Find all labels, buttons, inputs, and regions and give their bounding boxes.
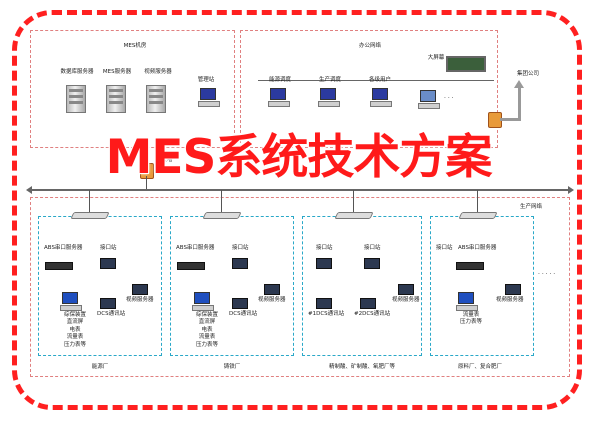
office-network-label: 办公网络 [358, 43, 382, 49]
plant-energy-interface-box [100, 258, 116, 269]
plant-iron-video-box [264, 284, 280, 295]
database-server-label: 数据库服务器 [60, 69, 94, 75]
group-link-vertical [518, 88, 521, 121]
plant-iron-device-pc [192, 292, 214, 311]
plant-acid-interface-box-2 [364, 258, 380, 269]
plant-acid-video-label: 视频服务器 [392, 297, 420, 303]
plant-iron-interface: 接口站 [232, 245, 249, 251]
management-workstation [198, 88, 220, 107]
plant-energy-video-box [132, 284, 148, 295]
main-bus-right-arrow [568, 186, 574, 194]
plant-raw-name: 原料厂、复合肥厂 [457, 364, 503, 370]
plant-energy-dcs-label: DCS通讯站 [97, 311, 126, 317]
plant-raw-video-box [505, 284, 521, 295]
plant-acid-interface-2: 接口站 [364, 245, 381, 251]
mes-server-label: MES服务器 [102, 69, 132, 75]
plant-acid-dcs1-box [316, 298, 332, 309]
plant-acid-video-box [398, 284, 414, 295]
plant-raw-device-pc [456, 292, 478, 311]
plant-acid-dcs1-label: #1DCS通讯站 [308, 311, 345, 317]
plant-raw-rack [456, 262, 484, 270]
plant-acid-name: 精制酸、矿制酸、氧肥厂等 [328, 364, 396, 370]
plant-energy-device-pc [60, 292, 82, 311]
firewall-to-bus [146, 176, 147, 189]
plant-acid-switch [334, 212, 374, 219]
bus-to-plant-raw [477, 190, 478, 212]
plant-energy-interface: 接口站 [100, 245, 117, 251]
energy-dispatch-label: 能源调度 [268, 77, 292, 83]
plant-iron-dcs-box [232, 298, 248, 309]
plant-energy-rack [45, 262, 73, 270]
production-network-label: 生产网络 [520, 204, 543, 210]
bus-to-plant-energy [89, 190, 90, 212]
production-dispatch-workstation [318, 88, 340, 107]
firewall-icon [140, 163, 154, 179]
plant-acid-dcs2-box [360, 298, 376, 309]
office-network-zone [240, 30, 498, 148]
mes-server [106, 85, 126, 113]
plant-iron-devices: 综保装置 直流屏 电表 流量表 压力表等 [196, 312, 219, 348]
plant-raw-interface: 接口站 [436, 245, 453, 251]
big-screen [446, 56, 486, 72]
main-bus-left-arrow [26, 186, 32, 194]
main-network-bus [30, 189, 570, 191]
database-server [66, 85, 86, 113]
plant-iron-rack [177, 262, 205, 270]
management-workstation-label: 管理站 [197, 77, 215, 83]
user-workstation [370, 88, 392, 107]
group-arrow [514, 80, 524, 88]
bus-to-plant-iron [221, 190, 222, 212]
plant-energy-switch [70, 212, 110, 219]
plant-energy-video-label: 视频服务器 [126, 297, 154, 303]
plant-energy-dcs-box [100, 298, 116, 309]
production-ellipsis: · · · · · [538, 271, 556, 278]
office-bus [258, 80, 494, 81]
plant-raw-video-label: 视频服务器 [496, 297, 524, 303]
plant-energy-name: 能源厂 [91, 364, 109, 370]
plant-iron-serial-server: ABS串口服务器 [176, 245, 215, 251]
production-network-zone [30, 197, 570, 377]
plant-raw-devices: 流量表 压力表等 [460, 312, 483, 326]
outer-frame [12, 10, 582, 410]
plant-raw-switch [458, 212, 498, 219]
plant-iron-name: 铸铁厂 [223, 364, 241, 370]
group-company-label: 集团公司 [516, 71, 540, 77]
plant-iron-video-label: 视频服务器 [258, 297, 286, 303]
video-server-top [146, 85, 166, 113]
plant-iron-dcs-label: DCS通讯站 [229, 311, 258, 317]
mes-room-zone [30, 30, 235, 148]
firewall-label: 防火墙 [156, 157, 173, 163]
plant-acid-interface-box-1 [316, 258, 332, 269]
production-dispatch-label: 生产调度 [318, 77, 342, 83]
plant-iron-interface-box [232, 258, 248, 269]
user-label: 各级用户 [368, 77, 392, 83]
big-screen-label: 大屏幕 [427, 55, 445, 61]
energy-dispatch-workstation [268, 88, 290, 107]
office-ellipsis: · · · [444, 95, 454, 102]
plant-iron-switch [202, 212, 242, 219]
plant-energy-devices: 综保装置 直流屏 电表 流量表 压力表等 [64, 312, 87, 348]
plant-acid-dcs2-label: #2DCS通讯站 [354, 311, 391, 317]
plant-raw-serial-server: ABS串口服务器 [458, 245, 497, 251]
bus-to-plant-acid [353, 190, 354, 212]
laptop [418, 90, 440, 109]
video-server-top-label: 视频服务器 [144, 69, 172, 75]
mes-room-label: MES机房 [123, 43, 147, 49]
group-link [500, 118, 520, 121]
page-title: MES系统技术方案 [105, 129, 494, 186]
plant-acid-interface-1: 接口站 [316, 245, 333, 251]
plant-energy-serial-server: ABS串口服务器 [44, 245, 83, 251]
